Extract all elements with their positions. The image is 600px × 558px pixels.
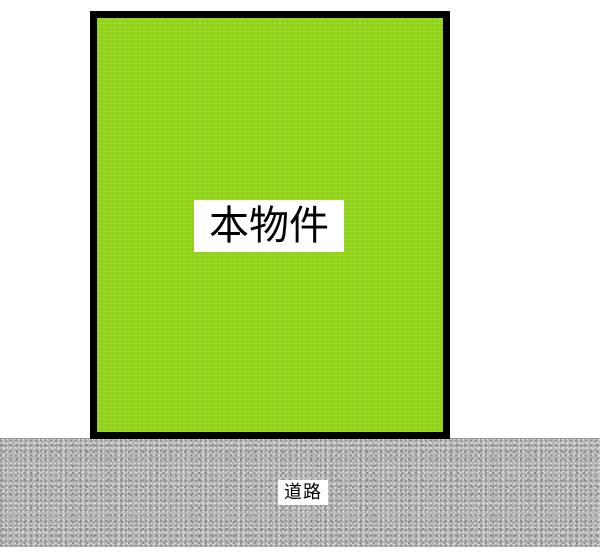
road-label: 道路 — [278, 480, 328, 505]
property-label: 本物件 — [194, 200, 344, 252]
property-lot — [90, 11, 450, 439]
